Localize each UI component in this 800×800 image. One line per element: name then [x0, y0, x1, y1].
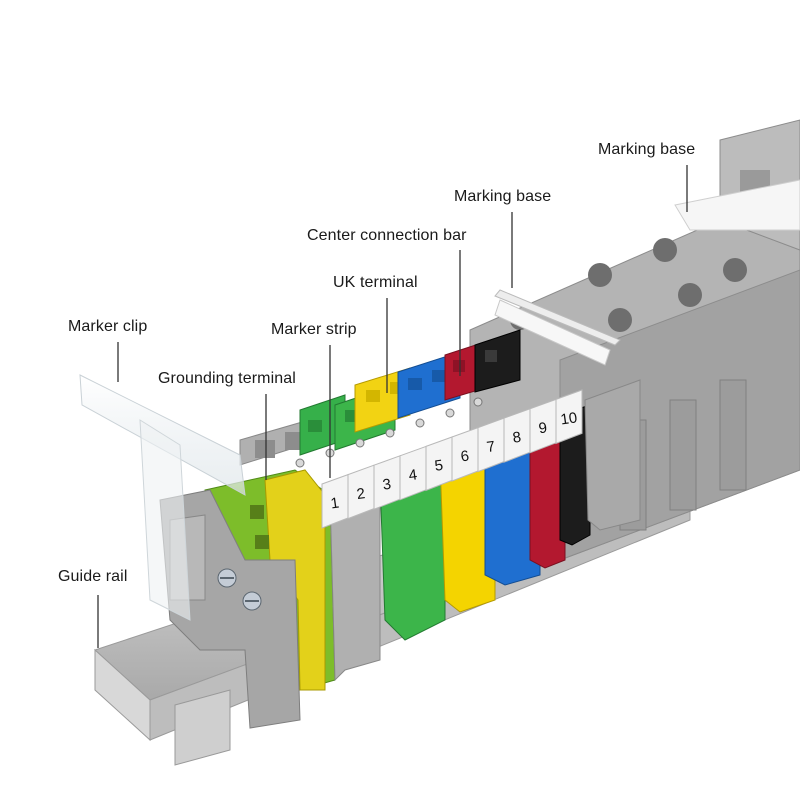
label-grounding-terminal: Grounding terminal	[158, 370, 296, 387]
label-marking-base-mid: Marking base	[454, 188, 552, 205]
marker-tile-7: 7	[477, 417, 505, 473]
label-marker-clip: Marker clip	[68, 318, 148, 335]
marker-tile-2: 2	[347, 464, 375, 520]
leader-lines	[97, 165, 688, 648]
marker-tile-4: 4	[399, 445, 427, 501]
marker-number: 6	[460, 448, 471, 466]
marker-number: 3	[382, 476, 393, 494]
label-uk-terminal: UK terminal	[333, 274, 418, 291]
marker-clip	[79, 374, 246, 621]
marking-base-mid	[494, 289, 621, 366]
marker-tile-9: 9	[529, 398, 557, 454]
marker-tile-face	[555, 389, 583, 445]
marker-number: 2	[356, 485, 367, 503]
marker-number: 5	[434, 457, 445, 475]
marking-base-rear	[674, 179, 800, 231]
marker-tile-3: 3	[373, 455, 401, 510]
label-marking-base-right: Marking base	[598, 141, 696, 158]
marker-number: 8	[512, 429, 523, 447]
marker-number: 4	[408, 466, 419, 484]
marker-number: 9	[538, 419, 549, 437]
marker-tile-1: 1	[321, 473, 349, 529]
marker-tile-8: 8	[503, 408, 531, 463]
label-guide-rail: Guide rail	[58, 568, 128, 585]
marker-number: 7	[486, 438, 497, 456]
marker-tile-5: 5	[425, 436, 453, 492]
marker-number: 10	[559, 409, 578, 428]
marker-tile-6: 6	[451, 426, 479, 482]
label-marker-strip: Marker strip	[271, 321, 357, 338]
label-center-connection-bar: Center connection bar	[307, 227, 467, 244]
marker-number: 1	[330, 495, 341, 513]
black-terminal-top	[474, 329, 521, 393]
marker-tile-10: 10	[555, 389, 583, 445]
